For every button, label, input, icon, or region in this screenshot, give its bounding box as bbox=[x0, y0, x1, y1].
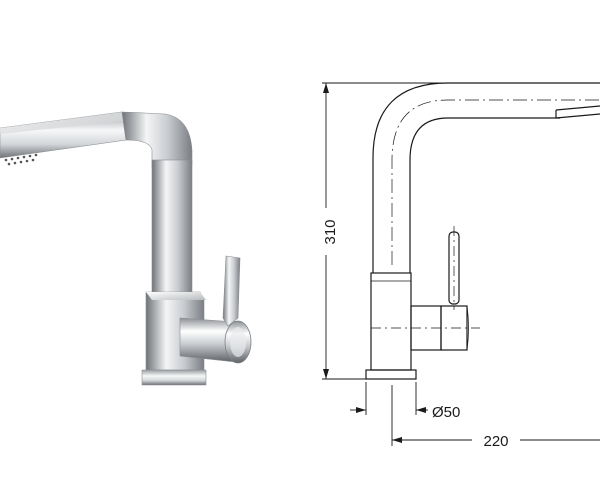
faucet-column bbox=[151, 159, 193, 296]
diameter-dimension-label: Ø50 bbox=[432, 404, 460, 421]
spout-elbow bbox=[121, 111, 193, 169]
reach-dimension-label: 220 bbox=[483, 433, 508, 450]
reach-dimension bbox=[391, 385, 600, 446]
height-dimension bbox=[322, 82, 448, 380]
body-outline bbox=[370, 272, 412, 371]
spray-head bbox=[4, 153, 38, 166]
lever-handle bbox=[222, 255, 241, 327]
spray-head-outline bbox=[555, 105, 600, 119]
technical-drawing bbox=[322, 82, 600, 446]
faucet-photo bbox=[0, 111, 252, 386]
spout-outline-inner bbox=[409, 117, 560, 273]
faucet-base bbox=[141, 369, 207, 386]
height-dimension-label: 310 bbox=[322, 219, 339, 244]
base-outline bbox=[365, 369, 417, 380]
spout-arm-top bbox=[0, 112, 150, 134]
spout-centerline bbox=[391, 99, 600, 265]
spout-outline-outer bbox=[372, 82, 600, 273]
faucet-body-top bbox=[146, 292, 206, 300]
diameter-dimension bbox=[350, 382, 428, 415]
